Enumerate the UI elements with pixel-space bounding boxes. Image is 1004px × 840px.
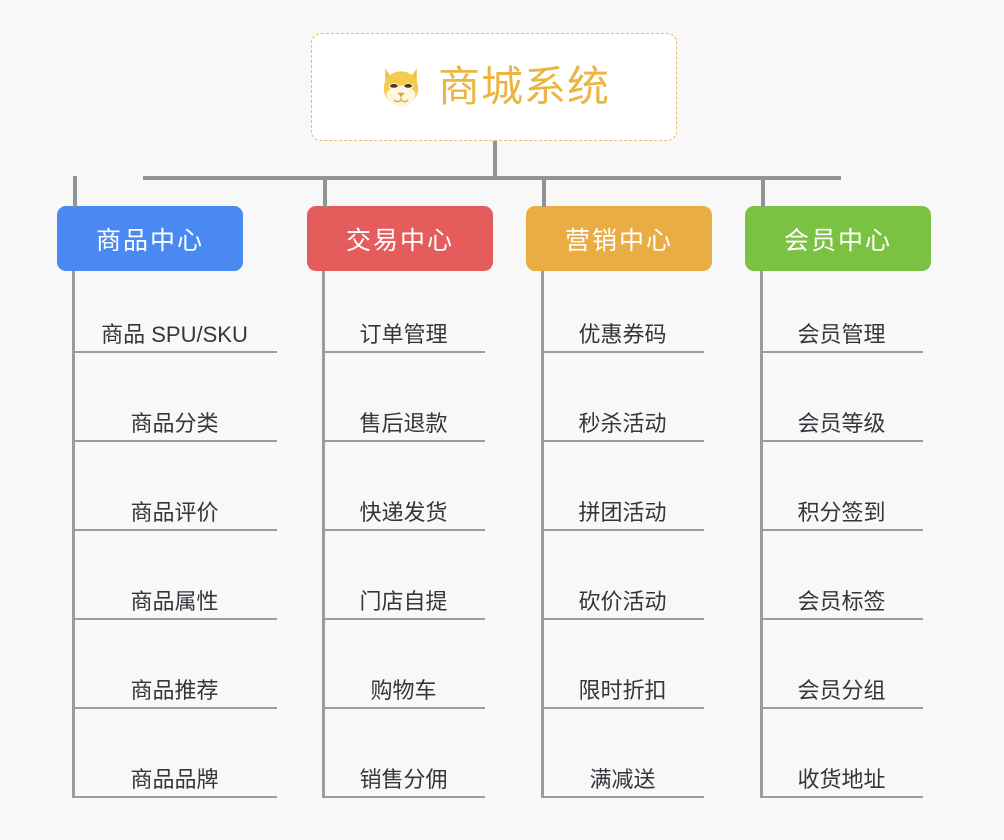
leaf-item[interactable]: 砍价活动 <box>541 580 704 620</box>
leaf-item-label: 售后退款 <box>359 410 448 436</box>
root-title: 商城系统 <box>437 63 610 110</box>
leaf-item-label: 商品品牌 <box>130 766 219 792</box>
category-header-label: 会员中心 <box>783 226 892 255</box>
leaf-item[interactable]: 优惠券码 <box>541 313 704 353</box>
leaf-item-label: 满减送 <box>589 766 656 792</box>
leaf-item-label: 积分签到 <box>797 499 886 525</box>
leaf-item[interactable]: 门店自提 <box>322 580 485 620</box>
leaf-item[interactable]: 商品 SPU/SKU <box>72 313 277 353</box>
leaf-item-label: 秒杀活动 <box>578 410 667 436</box>
leaf-item-label: 砍价活动 <box>578 588 667 614</box>
leaf-item[interactable]: 购物车 <box>322 669 485 709</box>
leaf-spine-marketing-center <box>541 271 544 798</box>
category-header-marketing-center[interactable]: 营销中心 <box>526 206 712 271</box>
leaf-item[interactable]: 销售分佣 <box>322 758 485 798</box>
connector-drop-trade-center <box>322 176 327 207</box>
leaf-item-label: 商品属性 <box>130 588 219 614</box>
leaf-item-label: 购物车 <box>370 677 437 703</box>
connector-root-stem <box>493 141 497 178</box>
leaf-item[interactable]: 会员管理 <box>760 313 923 353</box>
leaf-item[interactable]: 快递发货 <box>322 491 485 531</box>
leaf-item[interactable]: 满减送 <box>541 758 704 798</box>
leaf-item-label: 会员管理 <box>797 321 886 347</box>
category-header-label: 交易中心 <box>345 226 454 255</box>
category-header-trade-center[interactable]: 交易中心 <box>307 206 493 271</box>
leaf-item-label: 优惠券码 <box>578 321 667 347</box>
leaf-item[interactable]: 订单管理 <box>322 313 485 353</box>
leaf-item-label: 商品评价 <box>130 499 219 525</box>
root-node-商城系统[interactable]: 商城系统 <box>311 33 677 141</box>
leaf-item[interactable]: 售后退款 <box>322 402 485 442</box>
leaf-item-label: 限时折扣 <box>578 677 667 703</box>
leaf-item-label: 商品 SPU/SKU <box>101 321 248 347</box>
leaf-item-label: 商品推荐 <box>130 677 219 703</box>
leaf-item-label: 拼团活动 <box>578 499 667 525</box>
connector-drop-marketing-center <box>541 176 546 207</box>
leaf-item[interactable]: 商品属性 <box>72 580 277 620</box>
leaf-item-label: 会员分组 <box>797 677 886 703</box>
leaf-item[interactable]: 商品品牌 <box>72 758 277 798</box>
leaf-item[interactable]: 商品推荐 <box>72 669 277 709</box>
leaf-item[interactable]: 积分签到 <box>760 491 923 531</box>
leaf-item-label: 订单管理 <box>359 321 448 347</box>
shiba-dog-face-icon <box>378 64 424 110</box>
leaf-item[interactable]: 会员等级 <box>760 402 923 442</box>
leaf-item-label: 收货地址 <box>797 766 886 792</box>
leaf-item[interactable]: 商品分类 <box>72 402 277 442</box>
category-header-product-center[interactable]: 商品中心 <box>57 206 243 271</box>
category-header-label: 商品中心 <box>95 226 204 255</box>
leaf-item[interactable]: 会员标签 <box>760 580 923 620</box>
category-header-member-center[interactable]: 会员中心 <box>745 206 931 271</box>
leaf-item-label: 会员标签 <box>797 588 886 614</box>
leaf-item-label: 门店自提 <box>359 588 448 614</box>
leaf-item[interactable]: 拼团活动 <box>541 491 704 531</box>
leaf-spine-product-center <box>72 271 75 798</box>
connector-drop-product-center <box>72 176 77 207</box>
leaf-item-label: 快递发货 <box>359 499 448 525</box>
category-header-label: 营销中心 <box>564 226 673 255</box>
leaf-spine-trade-center <box>322 271 325 798</box>
leaf-item-label: 商品分类 <box>130 410 219 436</box>
leaf-spine-member-center <box>760 271 763 798</box>
connector-horizontal-bus <box>143 176 841 180</box>
leaf-item-label: 会员等级 <box>797 410 886 436</box>
connector-drop-member-center <box>760 176 765 207</box>
leaf-item[interactable]: 会员分组 <box>760 669 923 709</box>
leaf-item[interactable]: 限时折扣 <box>541 669 704 709</box>
leaf-item[interactable]: 秒杀活动 <box>541 402 704 442</box>
leaf-item[interactable]: 商品评价 <box>72 491 277 531</box>
leaf-item[interactable]: 收货地址 <box>760 758 923 798</box>
leaf-item-label: 销售分佣 <box>359 766 448 792</box>
